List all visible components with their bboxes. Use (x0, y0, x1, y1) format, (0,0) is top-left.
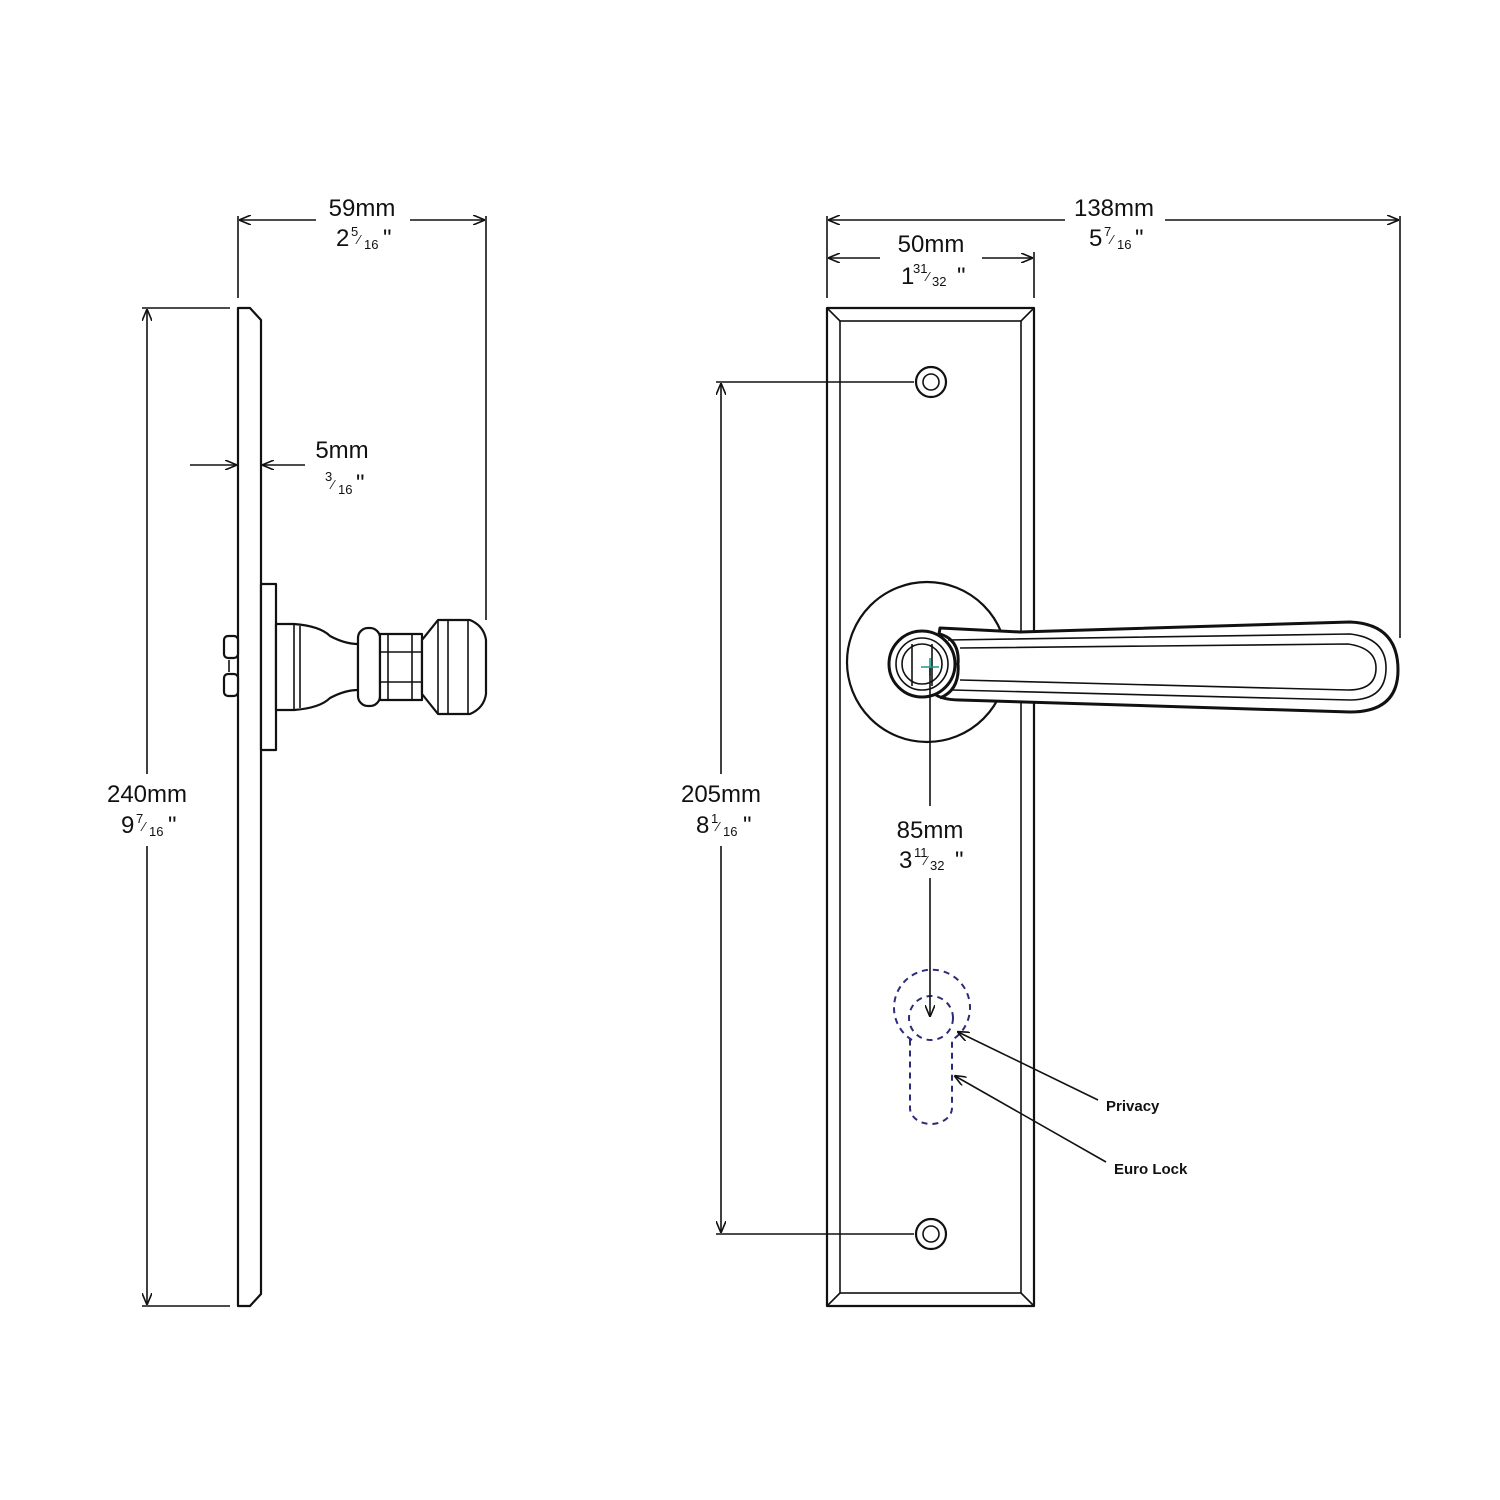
projection-mm: 59mm (329, 195, 396, 222)
overall-width-inch: 5 (1089, 225, 1102, 252)
lever-collar (356, 626, 382, 708)
plate-width-inch-mark: " (957, 263, 966, 290)
side-backplate (236, 306, 263, 1308)
projection-frac-den: 16 (364, 237, 378, 252)
frac-slash: ⁄ (922, 853, 929, 868)
plate-width-inch: 1 (901, 263, 914, 290)
lever-to-cylinder-inch-mark: " (955, 847, 964, 874)
lever-to-cylinder-mm: 85mm (897, 817, 964, 844)
thickness-mm: 5mm (315, 437, 368, 464)
lever-to-cylinder-frac-den: 32 (930, 858, 944, 873)
privacy-label: Privacy (1106, 1098, 1160, 1115)
grub-screws (222, 634, 240, 698)
thickness-frac-den: 16 (338, 482, 352, 497)
fixing-centres-frac-num: 1 (711, 811, 718, 826)
lever-grip (378, 632, 424, 702)
frac-slash: ⁄ (714, 819, 721, 834)
lever-neck (274, 622, 360, 712)
fixing-centres-inch-mark: " (743, 812, 752, 839)
dim-plate-thickness: 5mm 3 ⁄ 16 " (190, 437, 369, 497)
dim-lever-to-cylinder: 85mm 3 11 ⁄ 32 " (897, 668, 964, 1016)
callout-privacy: Privacy (958, 1032, 1160, 1115)
dim-overall-width: 138mm 5 7 ⁄ 16 " (826, 195, 1401, 638)
thickness-inch-mark: " (356, 470, 365, 497)
frac-slash: ⁄ (355, 232, 362, 247)
fixing-centres-mm: 205mm (681, 781, 761, 808)
fixing-hole-bottom (914, 1217, 948, 1251)
backplate-bevel (839, 320, 1022, 1294)
overall-width-frac-num: 7 (1104, 224, 1111, 239)
privacy-cutout (908, 995, 954, 1041)
lever-end (420, 618, 488, 716)
height-frac-num: 7 (136, 811, 143, 826)
lever-boss (887, 629, 957, 699)
thickness-frac-num: 3 (325, 469, 332, 484)
frac-slash: ⁄ (329, 477, 336, 492)
height-inch: 9 (121, 812, 134, 839)
overall-width-inch-mark: " (1135, 225, 1144, 252)
projection-inch-mark: " (383, 225, 392, 252)
overall-width-frac-den: 16 (1117, 237, 1131, 252)
dim-fixing-centres: 205mm 8 1 ⁄ 16 " (681, 381, 914, 1235)
front-backplate (825, 306, 1036, 1308)
cylinder-cutout (893, 968, 971, 1125)
callout-euro-lock: Euro Lock (955, 1076, 1188, 1178)
overall-width-mm: 138mm (1074, 195, 1154, 222)
frac-slash: ⁄ (924, 269, 931, 284)
frac-slash: ⁄ (140, 819, 147, 834)
dim-height: 240mm 9 7 ⁄ 16 " (107, 307, 230, 1307)
fixing-centres-frac-den: 16 (723, 824, 737, 839)
lever-to-cylinder-inch: 3 (899, 847, 912, 874)
side-view (222, 306, 488, 1308)
fixing-centres-inch: 8 (696, 812, 709, 839)
frac-slash: ⁄ (1108, 232, 1115, 247)
fixing-hole-top (914, 365, 948, 399)
projection-inch: 2 (336, 225, 349, 252)
height-inch-mark: " (168, 812, 177, 839)
lever-to-cylinder-frac-num: 11 (914, 845, 928, 860)
dim-plate-width: 50mm 1 31 ⁄ 32 " (829, 231, 1035, 298)
front-view (825, 306, 1400, 1308)
euro-lock-label: Euro Lock (1114, 1161, 1188, 1178)
projection-frac-num: 5 (351, 224, 358, 239)
plate-width-mm: 50mm (898, 231, 965, 258)
dim-projection: 59mm 2 5 ⁄ 16 " (237, 195, 487, 620)
height-mm: 240mm (107, 781, 187, 808)
height-frac-den: 16 (149, 824, 163, 839)
side-rose (259, 582, 278, 752)
plate-width-frac-den: 32 (932, 274, 946, 289)
plate-width-frac-num: 31 (913, 261, 927, 276)
lever-handle (928, 620, 1400, 714)
